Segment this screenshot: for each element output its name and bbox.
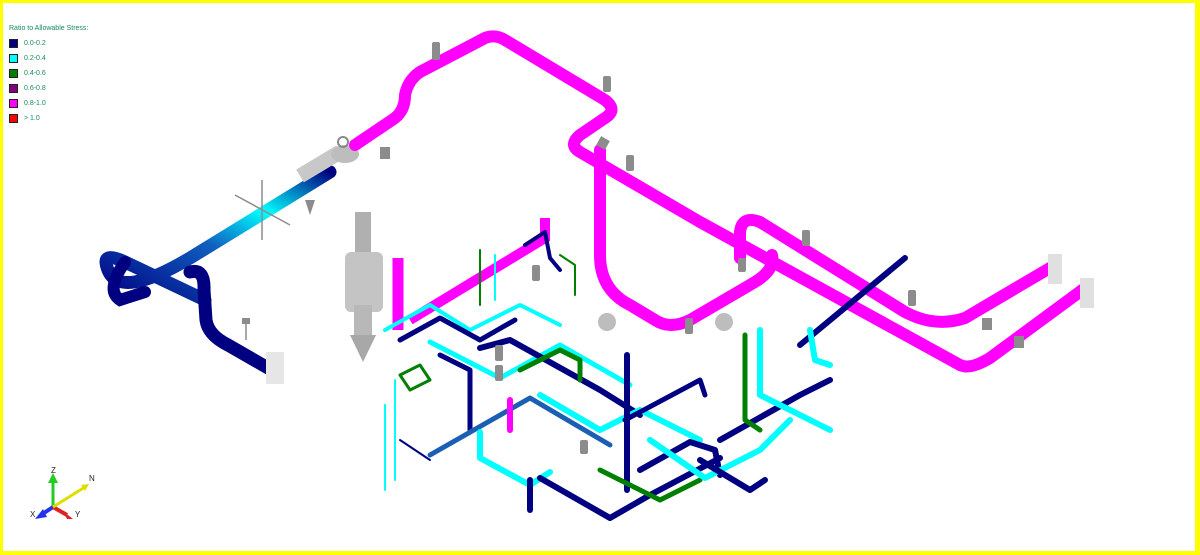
magenta-main-line[interactable] xyxy=(349,30,1094,373)
legend-item: 0.2-0.4 xyxy=(9,51,88,66)
valve-body xyxy=(598,313,616,331)
anchor-plate xyxy=(1080,278,1094,308)
model-viewport[interactable]: Ratio to Allowable Stress: 0.0-0.2 0.2-0… xyxy=(3,3,1195,551)
svg-text:Z: Z xyxy=(51,466,56,475)
legend-swatch xyxy=(9,54,18,63)
legend-swatch xyxy=(9,69,18,78)
legend-swatch xyxy=(9,99,18,108)
valve-handwheel-icon xyxy=(337,136,349,148)
legend-label: > 1.0 xyxy=(24,115,40,122)
legend-swatch xyxy=(9,114,18,123)
legend-item: 0.4-0.6 xyxy=(9,66,88,81)
lower-pipe-network[interactable] xyxy=(383,230,908,521)
anchor-plate xyxy=(1048,254,1062,284)
vessel-equipment[interactable] xyxy=(345,212,383,362)
legend-label: 0.4-0.6 xyxy=(24,70,46,77)
pipe-supports xyxy=(234,42,1024,454)
legend-label: 0.6-0.8 xyxy=(24,85,46,92)
svg-text:X: X xyxy=(30,510,36,519)
legend-item: > 1.0 xyxy=(9,111,88,126)
stress-legend: Ratio to Allowable Stress: 0.0-0.2 0.2-0… xyxy=(9,25,88,126)
legend-swatch xyxy=(9,84,18,93)
axis-triad-icon: Z N X Y xyxy=(30,466,95,519)
legend-label: 0.2-0.4 xyxy=(24,55,46,62)
legend-label: 0.0-0.2 xyxy=(24,40,46,47)
legend-title: Ratio to Allowable Stress: xyxy=(9,25,89,32)
left-pipe-run[interactable] xyxy=(99,136,359,384)
legend-item: 0.8-1.0 xyxy=(9,96,88,111)
valve-body xyxy=(715,313,733,331)
svg-text:Y: Y xyxy=(75,510,81,519)
anchor-plate xyxy=(266,352,284,384)
piping-model[interactable] xyxy=(3,3,1195,551)
legend-swatch xyxy=(9,39,18,48)
legend-item: 0.0-0.2 xyxy=(9,36,88,51)
svg-text:N: N xyxy=(89,474,95,483)
legend-item: 0.6-0.8 xyxy=(9,81,88,96)
legend-label: 0.8-1.0 xyxy=(24,100,46,107)
